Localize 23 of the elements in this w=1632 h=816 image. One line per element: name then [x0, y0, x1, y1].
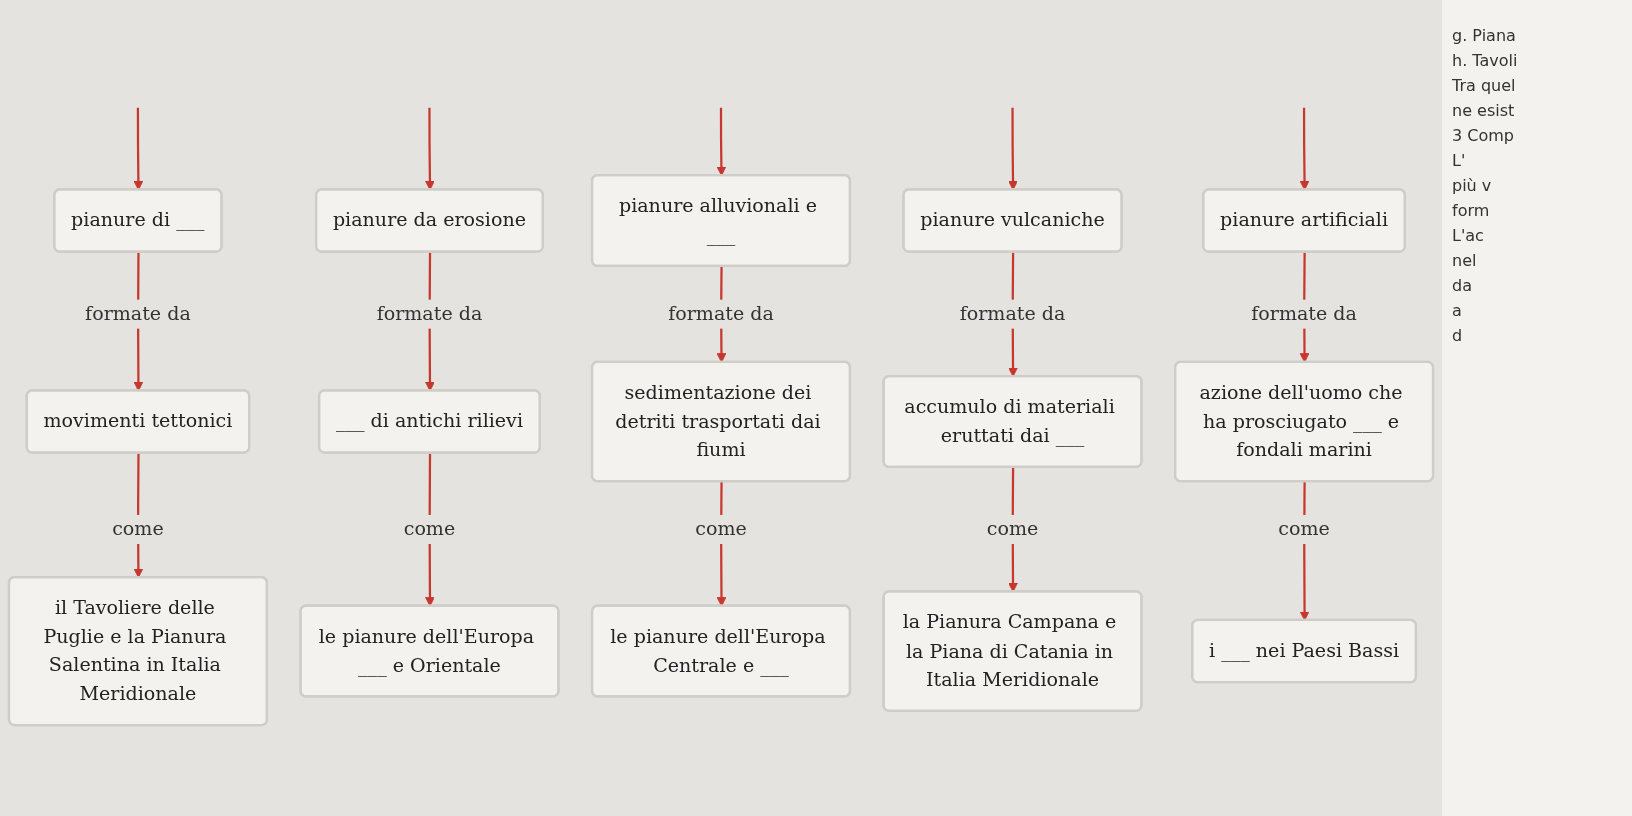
- edge-label: come: [403, 517, 456, 540]
- page-text: form: [1452, 201, 1491, 220]
- page-text: ne esist: [1452, 101, 1516, 120]
- edge-label: formate da: [668, 301, 774, 325]
- page-text: L': [1452, 151, 1467, 170]
- edge-label: formate da: [85, 301, 191, 325]
- edge-label: come: [112, 517, 164, 540]
- page-text: L'ac: [1452, 226, 1485, 245]
- page-text: d: [1452, 326, 1464, 345]
- edge-label: formate da: [1251, 301, 1357, 325]
- page-text: g. Piana: [1452, 26, 1517, 45]
- edge-label: formate da: [376, 301, 483, 325]
- edge-label: come: [1278, 517, 1330, 540]
- page-text: Tra quel: [1452, 76, 1517, 95]
- page-text: h. Tavoli: [1452, 51, 1519, 70]
- edge-label: come: [695, 517, 747, 540]
- page-text: a: [1452, 301, 1463, 320]
- page-text: più v: [1452, 176, 1493, 195]
- edge-label: formate da: [959, 301, 1066, 325]
- edge-label: come: [986, 517, 1039, 540]
- page-text: nel: [1452, 251, 1478, 270]
- page-text: 3 Comp: [1452, 126, 1515, 145]
- page-text: da: [1452, 276, 1473, 295]
